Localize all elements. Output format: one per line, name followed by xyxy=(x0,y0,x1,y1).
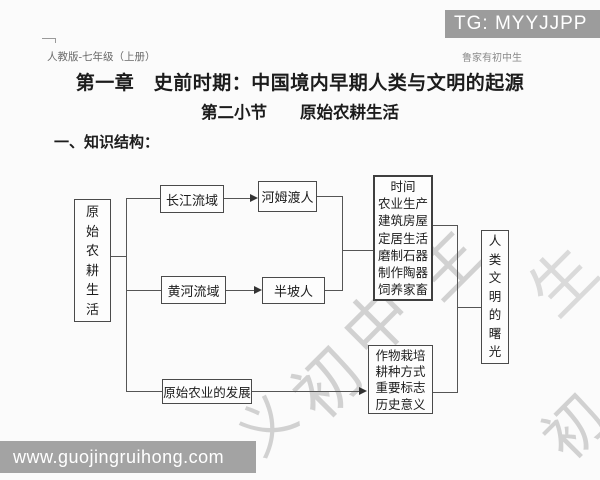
features-line: 时间 xyxy=(390,180,416,194)
node-features-box: 时间 农业生产 建筑房屋 定居生活 磨制石器 制作陶器 饲养家畜 xyxy=(373,175,433,301)
connector-branch-yangtze xyxy=(126,198,160,199)
features-line: 制作陶器 xyxy=(377,266,428,281)
watermark-char: 初 xyxy=(530,383,600,473)
chapter-title: 第一章 史前时期：中国境内早期人类与文明的起源 xyxy=(75,73,525,94)
connector-branch-agri-dev xyxy=(126,391,162,392)
connector-root-to-trunk xyxy=(110,256,126,257)
features-line: 磨制石器 xyxy=(377,248,428,263)
footer-url-text: www.guojingruihong.com xyxy=(13,447,225,467)
features-line: 定居生活 xyxy=(377,231,428,246)
node-banpo-box: 半坡人 xyxy=(262,277,325,304)
connector-features-to-right-bracket xyxy=(432,225,457,226)
node-yellow-river-box: 黄河流域 xyxy=(161,276,226,304)
page-corner-mark xyxy=(42,38,56,39)
header-edition-text: 人教版-七年级（上册） xyxy=(47,52,156,63)
node-banpo-label: 半坡人 xyxy=(273,284,313,299)
agri-features-line: 重要标志 xyxy=(375,381,426,396)
node-root-label: 原始农耕生活 xyxy=(85,204,99,317)
arrow-agri-dev-to-agri-features xyxy=(252,391,359,392)
connector-trunk-line xyxy=(126,198,127,392)
node-dawn-label: 人类文明的曙光 xyxy=(488,233,502,360)
watermark-char: 生 xyxy=(515,233,600,330)
node-yangtze-box: 长江流域 xyxy=(160,185,224,213)
node-agri-dev-label: 原始农业的发展 xyxy=(163,386,251,400)
arrow-yangtze-to-hemudu xyxy=(224,198,251,199)
arrow-yellow-river-to-banpo xyxy=(226,290,254,291)
footer-url-bar: www.guojingruihong.com xyxy=(0,441,256,473)
arrow-head xyxy=(254,286,262,294)
header-author-text: 鲁家有初中生 xyxy=(462,53,522,64)
agri-features-line: 作物栽培 xyxy=(375,349,426,363)
connector-right-bracket xyxy=(457,225,458,393)
arrow-head xyxy=(359,387,367,395)
connector-right-bracket-to-dawn xyxy=(457,307,481,308)
node-yellow-river-label: 黄河流域 xyxy=(167,283,220,299)
page-corner-mark xyxy=(55,38,56,43)
node-hemudu-box: 河姆渡人 xyxy=(258,181,317,212)
agri-features-line: 历史意义 xyxy=(375,397,426,412)
features-line: 饲养家畜 xyxy=(377,283,428,298)
arrow-head xyxy=(250,194,258,202)
section-subtitle: 第二小节 原始农耕生活 xyxy=(201,103,399,122)
telegram-watermark-badge: TG: MYYJJPP xyxy=(445,10,600,38)
connector-branch-yellow-river xyxy=(126,290,161,291)
node-agri-dev-box: 原始农业的发展 xyxy=(162,379,252,404)
connector-banpo-to-bracket xyxy=(325,290,342,291)
node-root-box: 原始农耕生活 xyxy=(74,199,111,322)
node-yangtze-label: 长江流域 xyxy=(165,192,218,208)
node-agri-features-box: 作物栽培 耕种方式 重要标志 历史意义 xyxy=(368,345,433,414)
features-line: 农业生产 xyxy=(377,197,428,212)
node-dawn-box: 人类文明的曙光 xyxy=(481,230,509,364)
connector-hemudu-to-bracket xyxy=(317,196,342,197)
connector-mid-bracket xyxy=(342,196,343,291)
connector-bracket-to-features xyxy=(342,250,373,251)
knowledge-structure-heading: 一、知识结构： xyxy=(54,135,160,151)
agri-features-line: 耕种方式 xyxy=(375,365,426,380)
node-hemudu-label: 河姆渡人 xyxy=(261,190,314,205)
features-line: 建筑房屋 xyxy=(377,214,428,229)
connector-agri-features-to-right-bracket xyxy=(433,392,457,393)
